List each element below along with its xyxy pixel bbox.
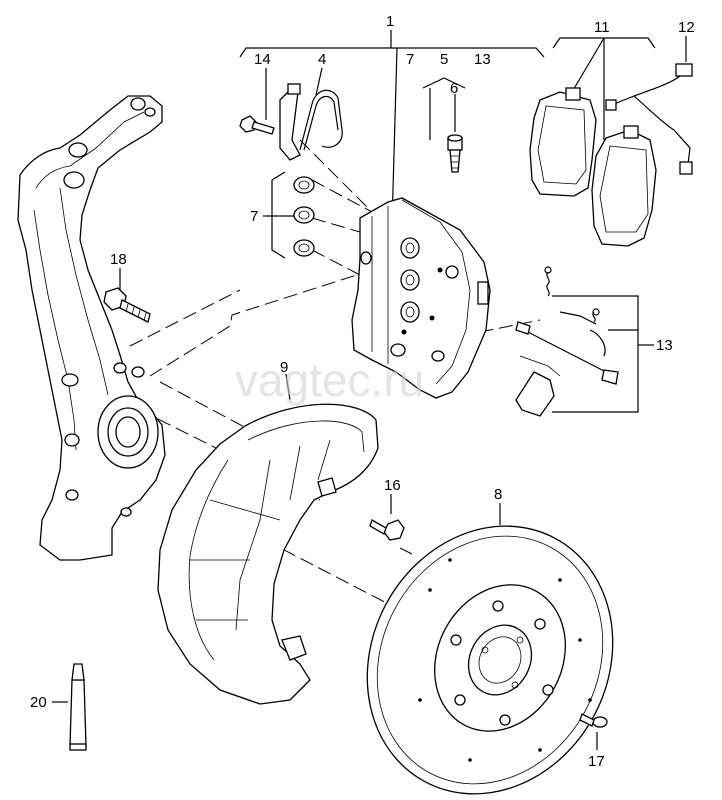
callout-13-top: 13: [474, 51, 491, 68]
callout-4: 4: [318, 51, 326, 68]
spring-pin-kit: [515, 266, 619, 417]
callout-8: 8: [494, 486, 502, 503]
callout-7-left: 7: [250, 208, 258, 225]
callout-6: 6: [450, 80, 458, 97]
bolt-18: [103, 287, 151, 323]
steering-knuckle: [17, 95, 166, 561]
wear-sensor: [605, 63, 693, 175]
callout-11: 11: [594, 19, 610, 36]
callout-20: 20: [30, 694, 47, 711]
leader-lines: [52, 30, 687, 750]
bleeder-valve: [447, 134, 463, 173]
screw-17: [579, 713, 608, 728]
callout-17: 17: [588, 753, 605, 770]
seal-rings-7: [293, 176, 315, 257]
bolt-14-and-hose-bracket: [239, 83, 343, 161]
sealant-tube-20: [69, 663, 87, 751]
callout-12: 12: [678, 19, 695, 36]
callout-7-top: 7: [406, 51, 414, 68]
callout-5: 5: [440, 51, 448, 68]
callout-14: 14: [254, 51, 271, 68]
brake-disc: [366, 525, 614, 795]
callout-18: 18: [110, 251, 127, 268]
callout-9: 9: [280, 359, 288, 376]
brake-pads: [529, 87, 657, 247]
splash-shield: [157, 403, 379, 705]
watermark: vagtec.ru: [235, 354, 424, 406]
brake-caliper: [351, 197, 491, 399]
callout-1: 1: [386, 13, 394, 30]
callout-13-right: 13: [656, 337, 673, 354]
bolt-16: [369, 519, 405, 541]
callout-labels: 1 4 7 5 13 14 6 11 12 7 13 18 9 16 8 17 …: [30, 13, 695, 770]
callout-16: 16: [384, 477, 401, 494]
